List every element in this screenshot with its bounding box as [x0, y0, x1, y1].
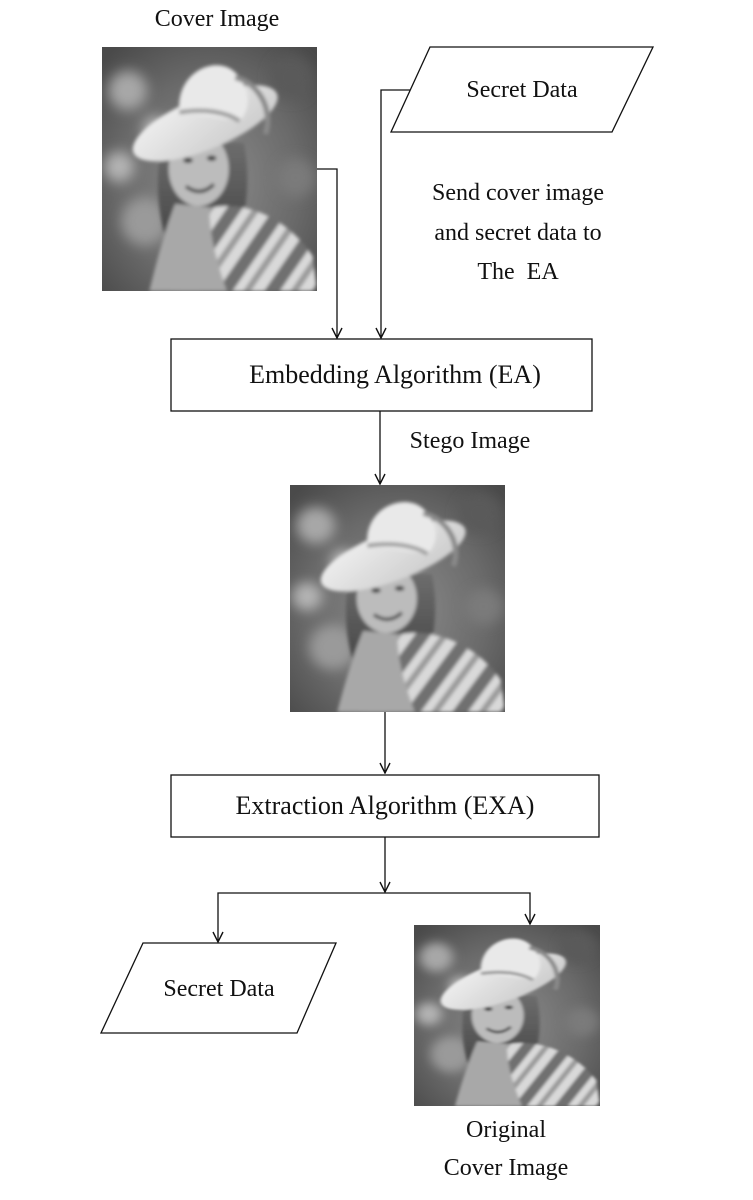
secret-data-input-label: Secret Data	[466, 77, 578, 103]
stego-image-caption: Stego Image	[410, 428, 531, 454]
extraction-algorithm-label: Extraction Algorithm (EXA)	[236, 791, 535, 820]
split-to-original-cover-connector	[385, 892, 530, 924]
embedding-algorithm-label: Embedding Algorithm (EA)	[249, 360, 541, 389]
send-note-line-1: Send cover image	[432, 180, 604, 206]
original-cover-caption-line-2: Cover Image	[444, 1155, 569, 1181]
send-note-line-2: and secret data to	[434, 220, 601, 246]
embedding-algorithm-box	[170, 338, 593, 412]
original-cover-image	[414, 925, 600, 1106]
secret-data-output-label: Secret Data	[163, 976, 275, 1002]
cover-image	[102, 47, 317, 291]
cover-image-caption: Cover Image	[155, 6, 280, 32]
split-to-secret-output-connector	[218, 892, 385, 942]
send-note-line-3: The EA	[477, 259, 559, 285]
original-cover-caption-line-1: Original	[466, 1117, 546, 1143]
secret-data-input-shape	[389, 46, 655, 133]
cover-to-ea-connector	[317, 168, 337, 338]
secret-to-ea-connector	[381, 89, 410, 338]
extraction-algorithm-box	[170, 774, 600, 838]
secret-data-output-shape	[99, 942, 337, 1034]
stego-image	[290, 485, 505, 712]
